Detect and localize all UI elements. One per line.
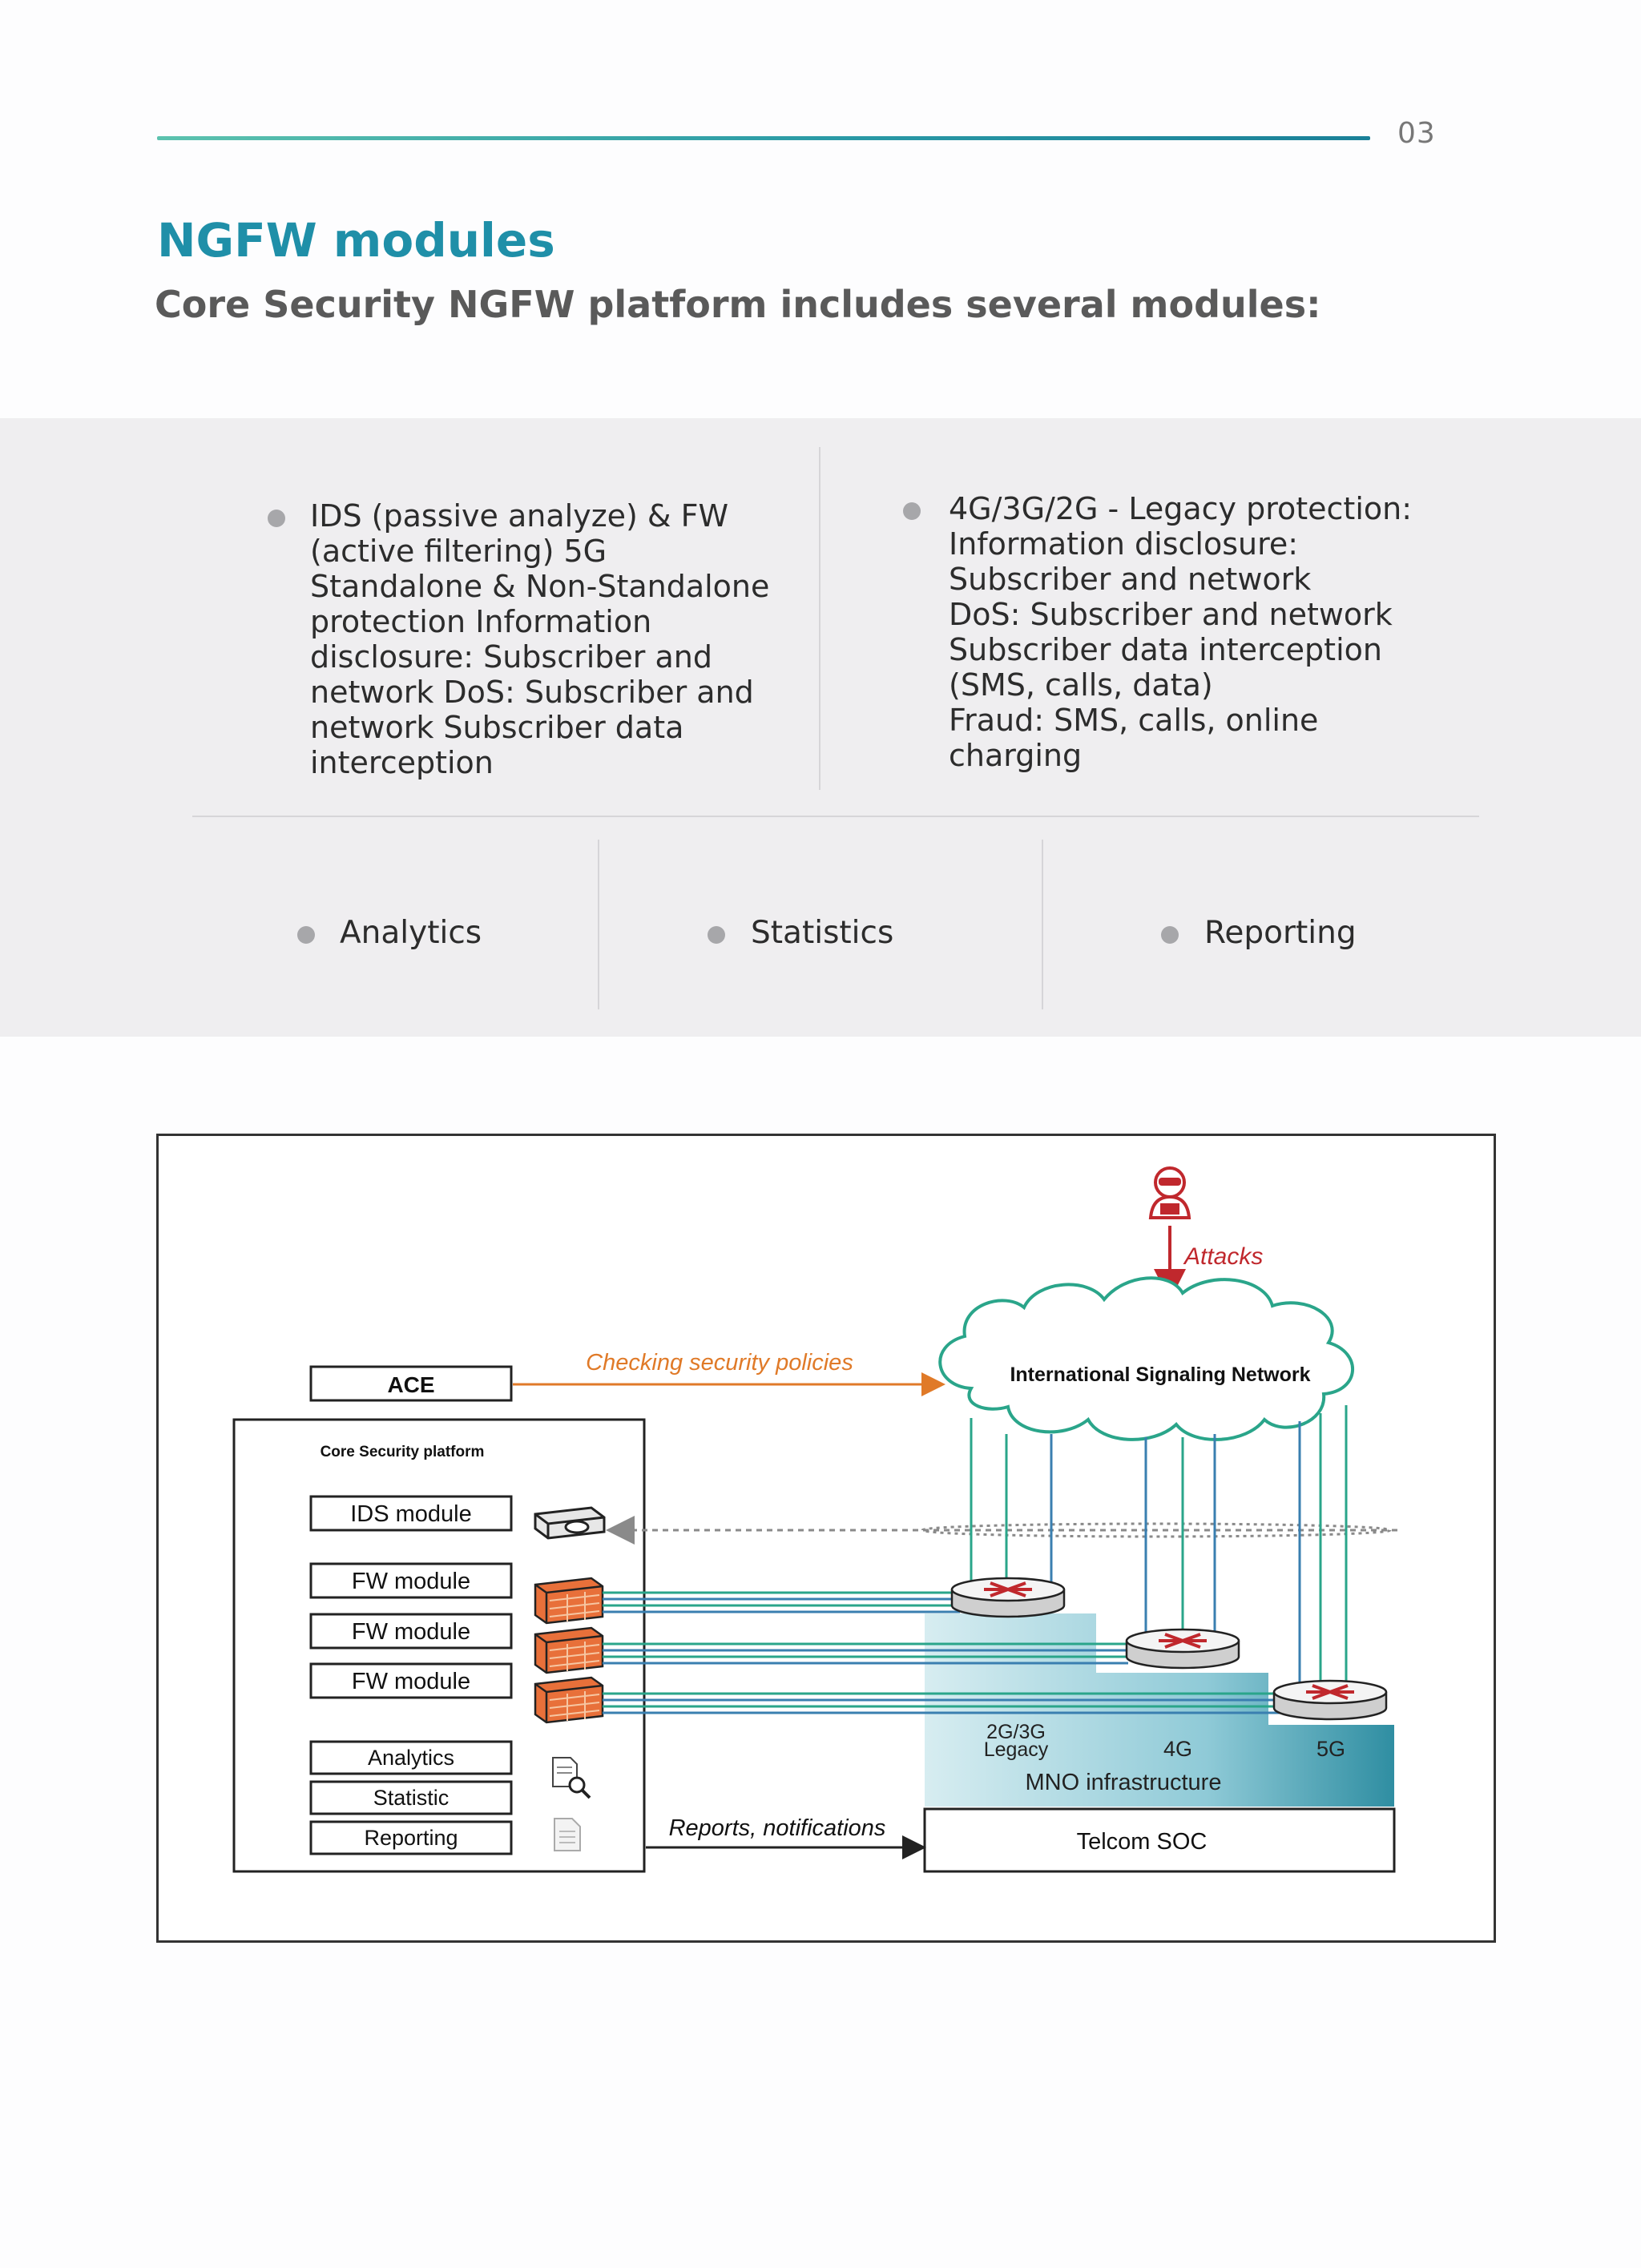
analytics-box [309,1740,513,1775]
ace-box [309,1365,513,1402]
fw-module-label-2: FW module [352,1619,470,1645]
uplinks-5g [1298,1405,1348,1689]
module-reporting: Reporting [1204,915,1357,951]
attacks-label: Attacks [1183,1243,1263,1270]
ids-mirror-tap [921,1522,1392,1538]
fw-module-box-3 [309,1662,513,1699]
legacy-label-bottom: Legacy [984,1738,1049,1761]
page-subtitle: Core Security NGFW platform includes sev… [155,283,1321,326]
diagram-canvas: Attacks International Signaling Network … [232,1166,1401,1873]
router-5g-icon [1272,1679,1388,1721]
architecture-diagram: Attacks International Signaling Network … [156,1134,1496,1943]
reporting-box [309,1820,513,1855]
bullet-reporting [1161,926,1179,944]
ids-module-box [309,1495,513,1532]
uplinks-4g [1144,1434,1216,1638]
middle-divider [192,816,1479,817]
document-search-icon [552,1757,591,1799]
network-label: International Signaling Network [1010,1364,1310,1386]
label-5g: 5G [1316,1737,1345,1761]
module-statistics: Statistics [751,915,894,951]
statistic-box-label: Statistic [373,1786,450,1810]
fw-link-2 [603,1642,1128,1665]
report-document-icon [554,1818,581,1851]
statistic-box [309,1780,513,1815]
router-legacy-icon [950,1577,1066,1618]
bottom-divider-1 [598,840,599,1009]
telcom-soc-box [923,1807,1396,1873]
fw-link-1 [603,1591,960,1613]
bullet-legacy [903,502,921,520]
fw-module-label-1: FW module [352,1569,470,1594]
reporting-box-label: Reporting [364,1826,458,1850]
module-ids-fw: IDS (passive analyze) & FW (active filte… [310,498,770,780]
page-title: NGFW modules [157,213,555,268]
bullet-analytics [297,926,315,944]
label-4g: 4G [1163,1737,1192,1761]
bullet-statistics [708,926,725,944]
top-divider [819,447,820,790]
fw-module-label-3: FW module [352,1669,470,1694]
module-analytics: Analytics [340,915,482,951]
telcom-soc-label: Telcom SOC [1077,1829,1208,1855]
legacy-label-top: 2G/3G [986,1721,1046,1743]
fw-module-box-2 [309,1613,513,1650]
firewall-icon-2 [534,1626,604,1674]
bottom-divider-2 [1042,840,1043,1009]
fw-module-box-1 [309,1562,513,1599]
router-4g-icon [1125,1628,1240,1670]
mno-label: MNO infrastructure [1026,1770,1222,1795]
ace-label: ACE [387,1372,434,1397]
platform-label: Core Security platform [321,1444,485,1460]
ids-module-label: IDS module [350,1501,472,1527]
analytics-box-label: Analytics [368,1746,454,1770]
uplinks-legacy [970,1418,1053,1586]
reports-label: Reports, notifications [669,1815,886,1841]
fw-link-3 [603,1692,1288,1714]
signaling-network-cloud [938,1276,1354,1441]
module-legacy: 4G/3G/2G - Legacy protection: Informatio… [949,491,1413,773]
ids-sensor-icon [534,1506,606,1540]
page-number: 03 [1397,117,1436,150]
firewall-icon-3 [534,1676,604,1724]
header-rule [157,136,1370,140]
hacker-icon [1148,1166,1191,1219]
firewall-icon-1 [534,1577,604,1625]
bullet-ids-fw [268,510,285,527]
checking-policies-label: Checking security policies [586,1350,853,1376]
mno-infrastructure-block [925,1613,1394,1807]
modules-panel: IDS (passive analyze) & FW (active filte… [0,418,1641,1037]
